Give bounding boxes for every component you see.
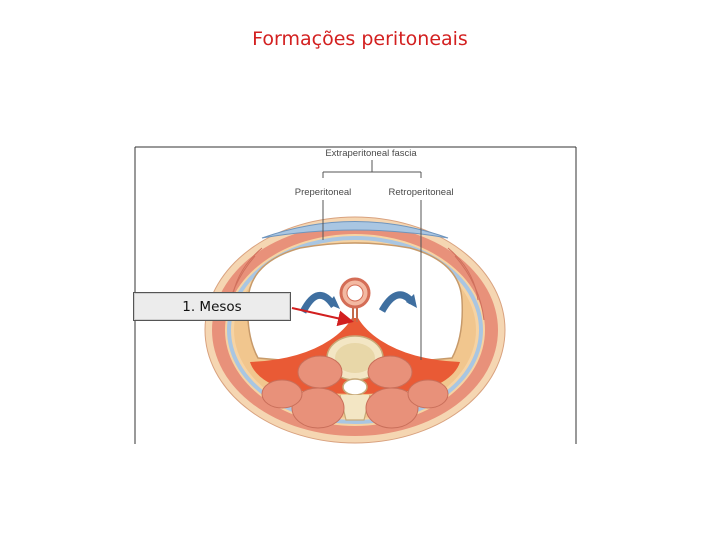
mesos-callout-label: 1. Mesos [182, 298, 242, 315]
rectus-sheath [261, 221, 449, 239]
back-muscle-left [291, 387, 345, 429]
label-extraperitoneal-fascia: Extraperitoneal fascia [325, 148, 417, 159]
psoas-right [367, 355, 413, 389]
psoas-left [297, 355, 343, 389]
transversalis-fascia [227, 236, 483, 424]
mesos-callout-box: 1. Mesos [133, 292, 291, 321]
back-muscle-right [365, 387, 419, 429]
slide-title: Formações peritoneais [252, 28, 468, 50]
spinal-canal [342, 378, 368, 396]
label-preperitoneal: Preperitoneal [295, 187, 352, 198]
label-retroperitoneal: Retroperitoneal [389, 187, 454, 198]
pointer-arrow [291, 307, 354, 327]
